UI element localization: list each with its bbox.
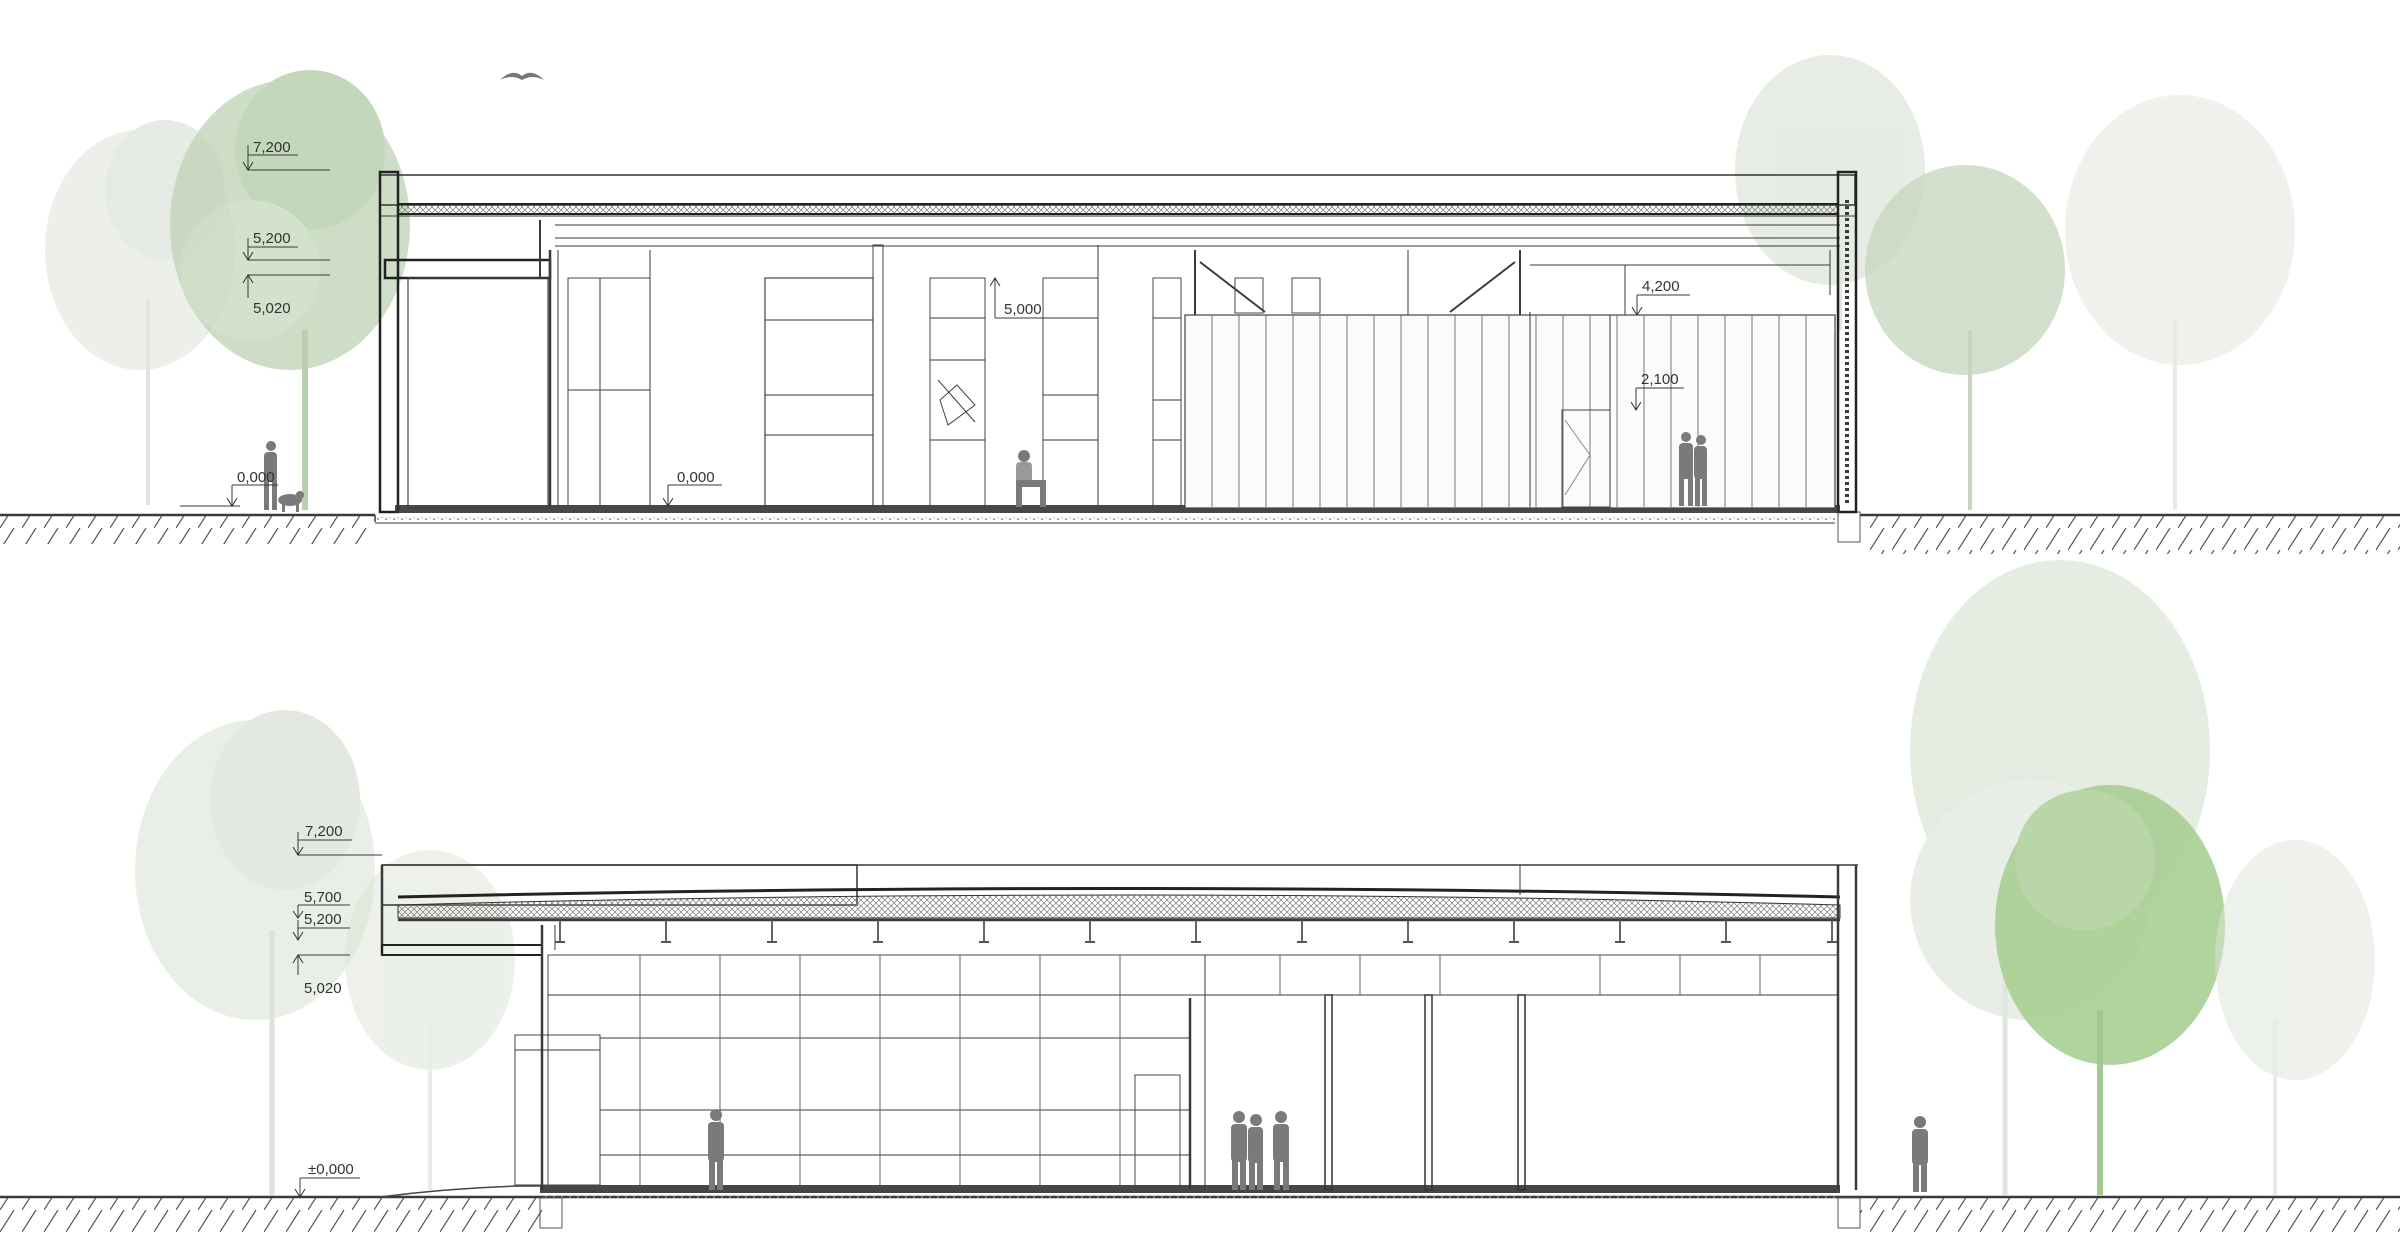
level-marker-bottom-5200: 5,200 bbox=[292, 911, 350, 941]
level-label: 5,700 bbox=[304, 889, 342, 906]
tree-top-far-right bbox=[2065, 95, 2295, 510]
level-label: 5,020 bbox=[304, 980, 342, 997]
level-marker-top-interior: 0,000 bbox=[662, 469, 722, 507]
partition-panel-joints-top bbox=[1211, 315, 1807, 507]
level-marker-top-exterior: 0,000 bbox=[180, 469, 278, 507]
level-marker-top-5200: 5,200 bbox=[242, 230, 330, 261]
tree-top-right-2 bbox=[1865, 165, 2065, 510]
interior-glazing-top bbox=[407, 244, 1836, 509]
tree-bottom-far-right bbox=[2215, 840, 2375, 1195]
level-label: 2,100 bbox=[1641, 371, 1679, 388]
level-marker-top-4200: 4,200 bbox=[1631, 278, 1690, 316]
level-label: 5,200 bbox=[304, 911, 342, 928]
level-label: 7,200 bbox=[253, 139, 291, 156]
level-marker-bottom-7200: 7,200 bbox=[292, 823, 382, 856]
level-marker-top-2100: 2,100 bbox=[1630, 371, 1684, 411]
tree-top-left-green bbox=[170, 70, 410, 510]
level-label: 0,000 bbox=[237, 469, 275, 486]
person-seated bbox=[1016, 450, 1046, 507]
level-marker-top-7200: 7,200 bbox=[242, 139, 330, 171]
facade-panel-joints-bottom bbox=[639, 955, 1761, 1185]
level-label: ±0,000 bbox=[308, 1161, 354, 1178]
tree-bottom-left-2 bbox=[345, 850, 515, 1190]
facade-panels-bottom bbox=[514, 954, 1839, 1191]
level-label: 5,020 bbox=[253, 300, 291, 317]
tree-bottom-right-green bbox=[1995, 785, 2225, 1195]
level-marker-bottom-5700: 5,700 bbox=[292, 889, 350, 919]
person-standing-left bbox=[708, 1109, 724, 1190]
person-standing-right bbox=[1912, 1116, 1928, 1192]
level-label: 7,200 bbox=[305, 823, 343, 840]
people-group bbox=[1231, 1111, 1289, 1190]
people-standing-pair bbox=[1679, 432, 1707, 506]
level-marker-bottom-ground: ±0,000 bbox=[294, 1161, 360, 1198]
level-label: 0,000 bbox=[677, 469, 715, 486]
bird-icon bbox=[500, 72, 544, 80]
level-marker-bottom-5020: 5,020 bbox=[292, 954, 350, 997]
level-marker-top-5000: 5,000 bbox=[989, 277, 1050, 319]
level-label: 5,200 bbox=[253, 230, 291, 247]
level-marker-top-5020: 5,020 bbox=[242, 274, 330, 317]
level-label: 5,000 bbox=[1004, 301, 1042, 318]
person-walking-dog bbox=[264, 441, 304, 512]
tree-bottom-left bbox=[135, 710, 375, 1195]
section-top: 7,200 5,200 5,020 0,000 0,000 bbox=[0, 55, 2400, 554]
level-label: 4,200 bbox=[1642, 278, 1680, 295]
section-bottom: 7,200 5,700 5,200 5,020 ±0,000 bbox=[0, 560, 2400, 1232]
roof-hangers-bottom bbox=[555, 918, 1837, 943]
